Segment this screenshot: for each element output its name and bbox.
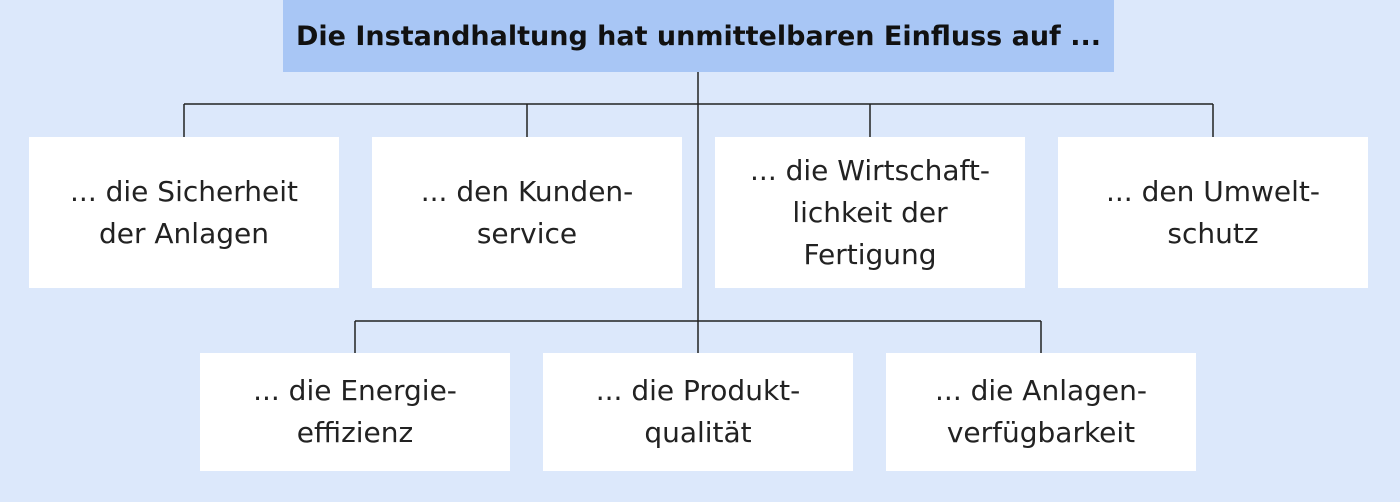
box-label-line: lichkeit der (792, 195, 948, 229)
box-label-line: ... die Produkt- (595, 374, 801, 407)
box-label-line: effizienz (296, 416, 414, 449)
box-label-line: ... den Kunden- (420, 174, 634, 208)
impact-box-energy: ... die Energie- effizienz (200, 353, 510, 471)
box-label-line: ... die Wirtschaft- (750, 153, 990, 187)
box-label-line: service (476, 216, 578, 250)
impact-box-quality: ... die Produkt- qualität (543, 353, 853, 471)
box-label-line: ... den Umwelt- (1105, 174, 1320, 208)
impact-box-economics: ... die Wirtschaft- lichkeit der Fertigu… (715, 137, 1025, 288)
impact-box-customer-service: ... den Kunden- service (372, 137, 682, 288)
header-box: Die Instandhaltung hat unmittelbaren Ein… (283, 0, 1114, 72)
box-label-line: qualität (644, 416, 752, 449)
box-label-line: schutz (1167, 216, 1259, 250)
box-label-line: der Anlagen (98, 216, 269, 250)
impact-box-availability: ... die Anlagen- verfügbarkeit (886, 353, 1196, 471)
box-label-line: ... die Sicherheit (70, 174, 298, 208)
header-title: Die Instandhaltung hat unmittelbaren Ein… (296, 20, 1101, 52)
box-label-line: ... die Anlagen- (935, 374, 1147, 407)
box-label-line: ... die Energie- (253, 374, 457, 407)
box-label-line: Fertigung (803, 237, 937, 271)
impact-box-environment: ... den Umwelt- schutz (1058, 137, 1368, 288)
impact-box-safety: ... die Sicherheit der Anlagen (29, 137, 339, 288)
box-label-line: verfügbarkeit (946, 416, 1136, 449)
